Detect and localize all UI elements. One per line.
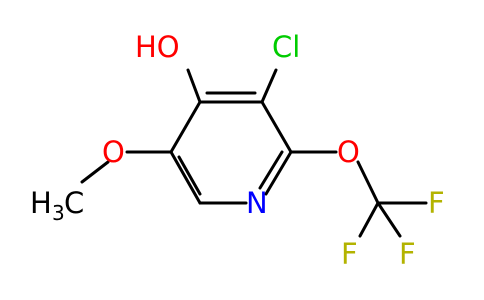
bond-c-f2 [358,201,380,238]
atom-labels: HO Cl N O O H 3 C F F F [30,30,445,271]
bond-o-ch3 [80,160,110,184]
methyl-subscript: 3 [52,201,65,225]
bond-c6-c5-inner [177,155,202,196]
methyl-c-label: C [64,186,84,220]
methoxy-oxygen-label: O [102,135,125,169]
hydroxyl-label: HO [135,30,180,64]
substituent-bonds [80,68,428,238]
ring-bonds [169,91,293,205]
nitrogen-label: N [246,186,268,220]
bond-c4-oh [186,68,202,104]
bond-c3-c2 [260,100,293,154]
fluorine-2-label: F [341,237,358,271]
ether-oxygen-label: O [337,135,360,169]
bond-c5-c4 [169,100,202,154]
bond-c3-cl [260,68,278,104]
fluorine-1-label: F [428,186,445,220]
bond-o-cf3 [356,160,380,205]
bond-c2-n-inner [258,150,284,190]
methyl-h-label: H [30,186,52,220]
fluorine-3-label: F [399,237,416,271]
bond-c2-n [264,150,293,196]
chloro-label: Cl [272,30,300,64]
bond-c6-c5 [169,150,202,205]
bond-c-f3 [376,201,402,238]
